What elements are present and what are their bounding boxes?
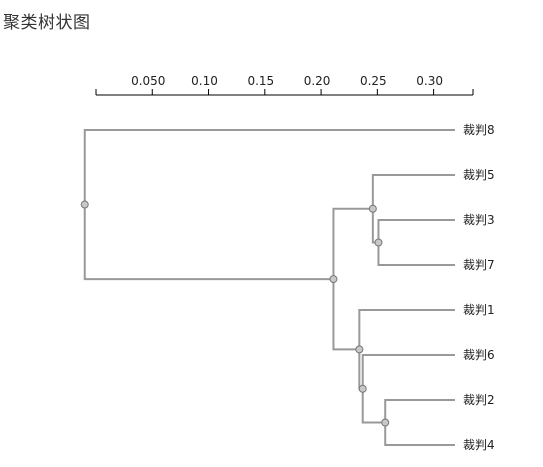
merge-node-m24 (381, 418, 390, 427)
merge-node-m6_24 (358, 384, 367, 393)
leaf-label: 裁判8 (463, 123, 495, 137)
branch-m24-裁判4 (384, 422, 455, 446)
leaf-label: 裁判6 (463, 348, 495, 362)
branch-m24-裁判2 (384, 399, 455, 423)
merge-node-m5_37 (368, 204, 377, 213)
branch-m37-裁判7 (377, 242, 455, 266)
leaf-label: 裁判3 (463, 213, 495, 227)
x-tick-label: 0.30 (416, 74, 443, 88)
leaf-label: 裁判7 (463, 258, 495, 272)
merge-node-m_mid (329, 275, 338, 284)
x-tick-label: 0.25 (360, 74, 387, 88)
leaf-labels: 裁判8 裁判5 裁判3 裁判7 裁判1 裁判6 裁判2 裁判4 (463, 123, 495, 452)
x-tick-label: 0.20 (304, 74, 331, 88)
x-tick-label: 0.10 (191, 74, 218, 88)
x-tick-label: 0.15 (247, 74, 274, 88)
leaf-label: 裁判4 (463, 438, 495, 452)
branch-m37-裁判3 (377, 219, 455, 243)
branch-m6_24-m24 (361, 388, 386, 424)
x-tick-label: 0.050 (131, 74, 165, 88)
merge-node-m37 (374, 238, 383, 247)
chart-title: 聚类树状图 (3, 13, 91, 33)
branch-root-m_mid (83, 204, 334, 281)
branch-m_mid-m5_37 (332, 207, 373, 280)
branch-m1_624-裁判1 (358, 309, 455, 350)
merge-node-m1_624 (355, 345, 364, 354)
leaf-label: 裁判1 (463, 303, 495, 317)
branch-m5_37-裁判5 (371, 174, 455, 209)
merge-node-root (80, 200, 89, 209)
branch-m_mid-m1_624 (332, 279, 360, 351)
leaf-label: 裁判5 (463, 168, 495, 182)
branch-m6_24-裁判6 (361, 354, 455, 389)
branch-root-裁判8 (83, 129, 455, 205)
dendrogram-branches (83, 129, 455, 446)
dendrogram-nodes (80, 200, 390, 427)
leaf-label: 裁判2 (463, 393, 495, 407)
x-axis: 0.050 0.10 0.15 0.20 0.25 0.30 (95, 74, 474, 96)
